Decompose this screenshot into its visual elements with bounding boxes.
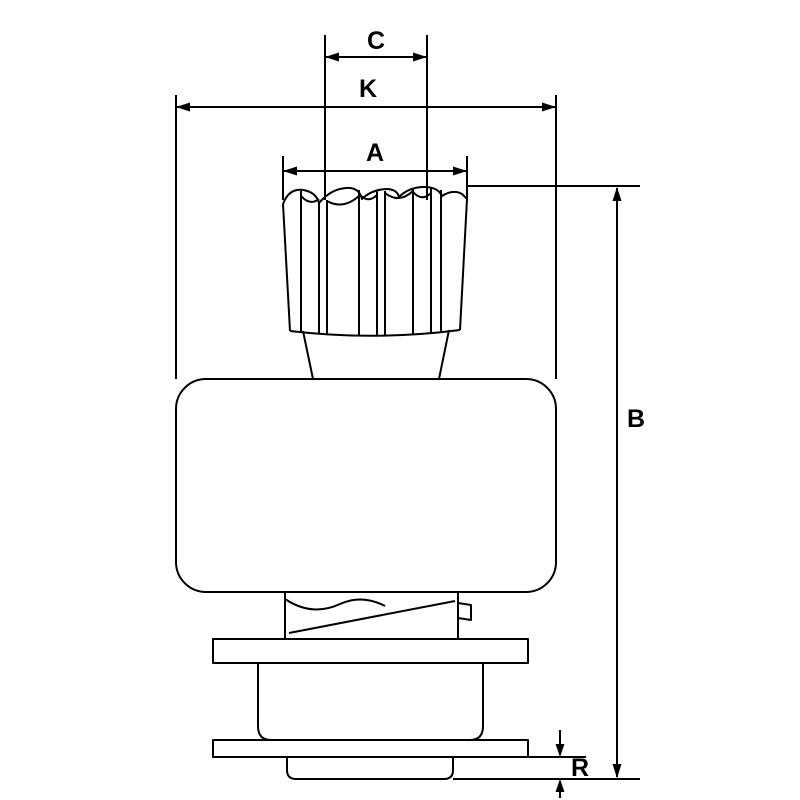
gear-tooth-tip-arc bbox=[384, 190, 414, 199]
upper-flange bbox=[212, 638, 529, 664]
spline-key-notch bbox=[457, 602, 472, 621]
a-arrowhead-right bbox=[453, 166, 467, 176]
gear-tooth-tip-arc bbox=[358, 193, 378, 201]
k-arrowhead-left bbox=[176, 102, 190, 112]
gear-tooth-tip-arc bbox=[412, 191, 432, 199]
clutch-body bbox=[175, 378, 557, 593]
pinion-gear bbox=[282, 186, 468, 337]
gear-tooth-tip-arc bbox=[326, 195, 360, 206]
middle-cylinder bbox=[257, 662, 484, 741]
c-arrowhead-right bbox=[413, 52, 427, 62]
neck-line-left bbox=[302, 330, 314, 380]
dimension-c: C bbox=[324, 27, 428, 200]
spline-helix-curve bbox=[284, 598, 386, 611]
tapered-neck bbox=[302, 329, 450, 380]
dimension-label-r: R bbox=[571, 754, 589, 782]
dimension-label-k: K bbox=[359, 75, 377, 103]
a-arrowhead-left bbox=[283, 166, 297, 176]
spline-helix-line bbox=[288, 600, 456, 634]
r-arrowhead-down bbox=[555, 744, 565, 757]
dimension-label-c: C bbox=[367, 27, 385, 55]
neck-line-right bbox=[438, 329, 450, 380]
dimension-k: K bbox=[175, 75, 557, 379]
gear-bottom-edge bbox=[289, 329, 461, 337]
dimension-label-b: B bbox=[627, 405, 645, 433]
b-arrowhead-up bbox=[612, 187, 622, 201]
middle-cylinder-outline bbox=[257, 662, 484, 741]
helical-spline-shaft bbox=[284, 592, 472, 639]
bottom-hub-outline bbox=[286, 756, 454, 780]
dimension-a: A bbox=[282, 139, 468, 200]
clutch-body-outline bbox=[175, 378, 557, 593]
lower-flange bbox=[212, 739, 529, 758]
gear-outline-left bbox=[282, 203, 291, 332]
k-arrowhead-right bbox=[542, 102, 556, 112]
b-arrowhead-down bbox=[612, 764, 622, 778]
upper-flange-outline bbox=[212, 638, 529, 664]
gear-tooth-tip-arc bbox=[300, 195, 320, 203]
dimension-b: B bbox=[453, 185, 645, 780]
lower-flange-outline bbox=[212, 739, 529, 758]
r-arrowhead-up bbox=[555, 779, 565, 792]
c-arrowhead-left bbox=[325, 52, 339, 62]
dimension-r: R bbox=[528, 730, 589, 798]
bottom-hub bbox=[286, 756, 454, 780]
gear-teeth-top-outline bbox=[282, 186, 468, 205]
gear-outline-right bbox=[459, 198, 468, 331]
dimension-label-a: A bbox=[366, 139, 384, 167]
